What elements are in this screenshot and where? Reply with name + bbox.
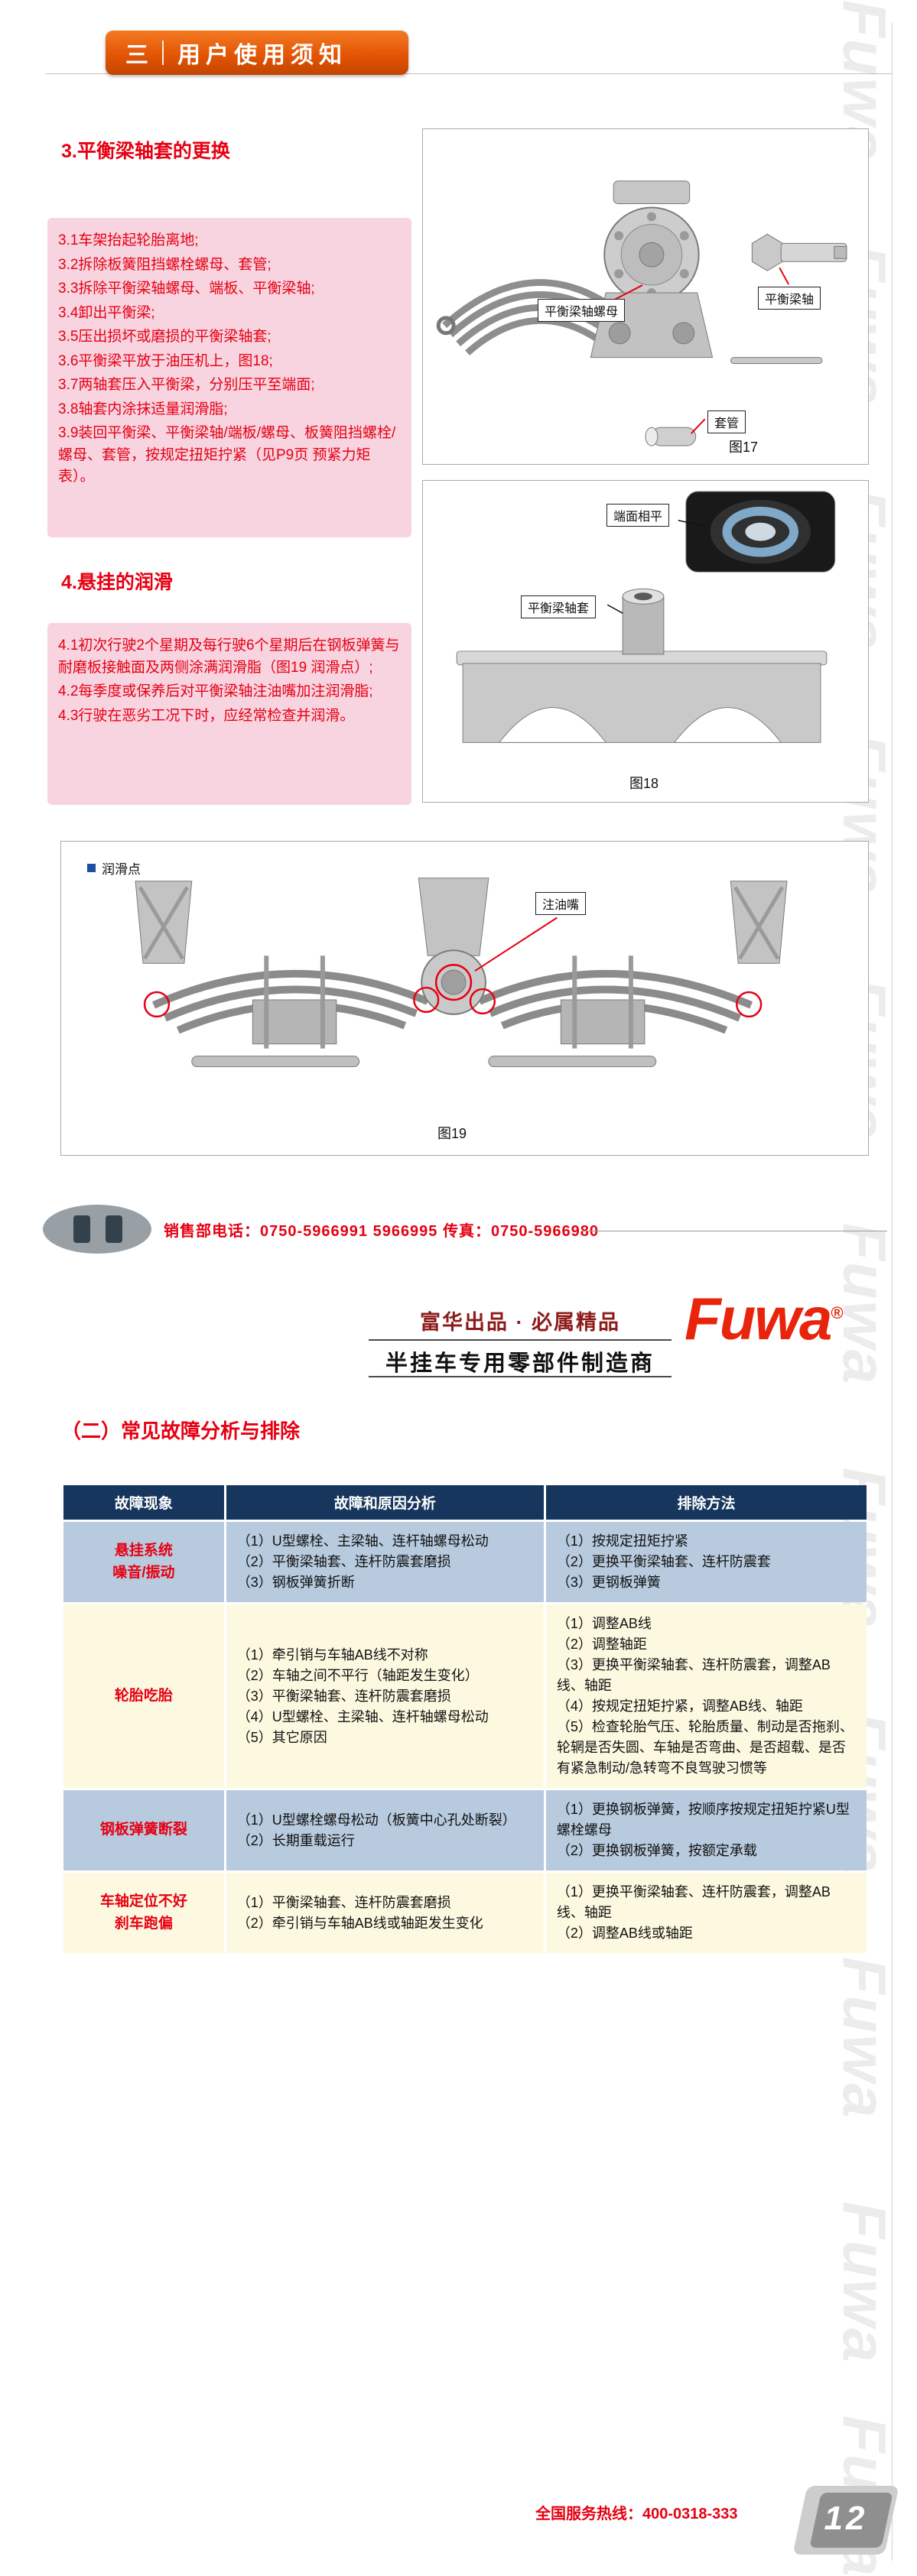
step: 3.9装回平衡梁、平衡梁轴/端板/螺母、板簧阻挡螺栓/螺母、套管，按规定扭矩拧紧… <box>58 425 396 485</box>
section-header-banner: 三 用户使用须知 <box>106 31 408 75</box>
emblem-bar <box>73 1215 90 1243</box>
fault-phenomenon: 钢板弹簧断裂 <box>63 1790 224 1870</box>
page-title: 用户使用须知 <box>177 43 347 68</box>
fault-row-spring-breakage: 钢板弹簧断裂 （1）U型螺栓螺母松动（板簧中心孔处断裂） （2）长期重载运行 （… <box>63 1790 867 1870</box>
page-right-border <box>892 23 893 2561</box>
figure-19: 润滑点 注油嘴 图19 <box>60 841 869 1156</box>
fault-analysis: （1）U型螺栓螺母松动（板簧中心孔处断裂） （2）长期重载运行 <box>226 1790 544 1870</box>
fault-remedy: （1）更换钢板弹簧，按顺序按规定扭矩拧紧U型螺栓螺母 （2）更换钢板弹簧，按额定… <box>545 1790 867 1870</box>
service-hotline: 全国服务热线：400-0318-333 <box>535 2506 738 2522</box>
fig18-label-balance-beam-bushing: 平衡梁轴套 <box>521 595 597 618</box>
col-header-phenomenon: 故障现象 <box>63 1485 224 1520</box>
registered-mark: ® <box>831 1303 843 1322</box>
fig18-label-flush-end-face: 端面相平 <box>606 504 670 527</box>
figure-18: 端面相平 平衡梁轴套 图18 <box>422 480 869 803</box>
fig17-drawing <box>436 180 847 446</box>
section-number: 三 <box>125 43 148 68</box>
fault-remedy: （1）调整AB线 （2）调整轴距 （3）更换平衡梁轴套、连杆防震套，调整AB线、… <box>545 1604 867 1788</box>
fig17-label-balance-beam-axle-nut: 平衡梁轴螺母 <box>538 299 626 322</box>
fault-row-suspension-noise: 悬挂系统 噪音/振动 （1）U型螺栓、主梁轴、连杆轴螺母松动 （2）平衡梁轴套、… <box>63 1522 867 1602</box>
col-header-remedy: 排除方法 <box>545 1485 867 1520</box>
section4-steps-box: 4.1初次行驶2个星期及每行驶6个星期后在钢板弹簧与耐磨板接触面及两侧涂满润滑脂… <box>47 623 411 805</box>
fault-remedy: （1）按规定扭矩拧紧 （2）更换平衡梁轴套、连杆防震套 （3）更钢板弹簧 <box>545 1522 867 1602</box>
section3-title: 3.平衡梁轴套的更换 <box>61 141 230 162</box>
step: 3.5压出损坏或磨损的平衡梁轴套; <box>58 329 272 345</box>
step: 3.3拆除平衡梁轴螺母、端板、平衡梁轴; <box>58 281 315 297</box>
page-number: 12 <box>824 2500 868 2537</box>
fault-phenomenon: 悬挂系统 噪音/振动 <box>63 1522 224 1602</box>
section4-title: 4.悬挂的润滑 <box>61 572 173 593</box>
fault-remedy: （1）更换平衡梁轴套、连杆防震套，调整AB线、轴距 （2）调整AB线或轴距 <box>545 1873 867 1953</box>
fault-analysis: （1）U型螺栓、主梁轴、连杆轴螺母松动 （2）平衡梁轴套、连杆防震套磨损 （3）… <box>226 1522 544 1602</box>
sales-contact-line: 销售部电话：0750-5966991 5966995 传真：0750-59669… <box>164 1223 600 1240</box>
fig19-drawing <box>135 878 788 1068</box>
fig19-legend: 润滑点 <box>87 858 141 878</box>
fig19-legend-label: 润滑点 <box>102 862 141 877</box>
step: 4.3行驶在恶劣工况下时，应经常检查并润滑。 <box>58 707 355 724</box>
fault-row-tire-wear: 轮胎吃胎 （1）牵引销与车轴AB线不对称 （2）车轴之间不平行（轴距发生变化） … <box>63 1604 867 1788</box>
fault-analysis: （1）牵引销与车轴AB线不对称 （2）车轴之间不平行（轴距发生变化） （3）平衡… <box>226 1604 544 1788</box>
fault-phenomenon: 轮胎吃胎 <box>63 1604 224 1788</box>
step: 3.8轴套内涂抹适量润滑脂; <box>58 401 228 417</box>
lube-point-marker-icon <box>87 864 96 872</box>
brand-slogan-bottom: 半挂车专用零部件制造商 <box>385 1351 655 1376</box>
fuwa-logo: Fuwa® <box>684 1289 844 1348</box>
fig17-label-balance-beam-axle: 平衡梁轴 <box>758 287 821 310</box>
step: 3.2拆除板簧阻挡螺栓螺母、套管; <box>58 256 272 273</box>
step: 3.7两轴套压入平衡梁，分别压平至端面; <box>58 377 315 393</box>
step: 4.1初次行驶2个星期及每行驶6个星期后在钢板弹簧与耐磨板接触面及两侧涂满润滑脂… <box>58 638 400 676</box>
fig17-caption: 图17 <box>729 440 759 455</box>
header-rule <box>46 73 892 74</box>
header-divider <box>162 41 164 65</box>
fig17-label-sleeve: 套管 <box>707 410 746 433</box>
fault-table-header-row: 故障现象 故障和原因分析 排除方法 <box>63 1485 867 1520</box>
step: 4.2每季度或保养后对平衡梁轴注油嘴加注润滑脂; <box>58 683 373 699</box>
section3-steps-box: 3.1车架抬起轮胎离地; 3.2拆除板簧阻挡螺栓螺母、套管; 3.3拆除平衡梁轴… <box>47 218 411 537</box>
fuwa-logo-text: Fuwa <box>684 1285 832 1352</box>
col-header-analysis: 故障和原因分析 <box>226 1485 544 1520</box>
step: 3.1车架抬起轮胎离地; <box>58 232 199 248</box>
fig19-label-grease-nipple: 注油嘴 <box>535 892 587 915</box>
fig18-drawing <box>456 491 836 743</box>
brand-slogan-top: 富华出品 · 必属精品 <box>420 1311 620 1334</box>
emblem-bar <box>106 1215 122 1243</box>
page-number-badge: 12 <box>792 2486 899 2555</box>
fig19-caption: 图19 <box>437 1126 467 1141</box>
step: 3.4卸出平衡梁; <box>58 304 155 321</box>
fault-table: 故障现象 故障和原因分析 排除方法 悬挂系统 噪音/振动 （1）U型螺栓、主梁轴… <box>61 1483 869 1955</box>
faults-section-title: （二）常见故障分析与排除 <box>61 1419 301 1442</box>
figure-17: 平衡梁轴螺母 平衡梁轴 套管 图17 <box>422 128 869 465</box>
fault-analysis: （1）平衡梁轴套、连杆防震套磨损 （2）牵引销与车轴AB线或轴距发生变化 <box>226 1873 544 1953</box>
fuwa-emblem-icon <box>43 1205 151 1254</box>
brand-rule-bottom <box>369 1376 671 1377</box>
fig18-caption: 图18 <box>629 776 659 791</box>
fault-row-axle-alignment: 车轴定位不好 刹车跑偏 （1）平衡梁轴套、连杆防震套磨损 （2）牵引销与车轴AB… <box>63 1873 867 1953</box>
fault-phenomenon: 车轴定位不好 刹车跑偏 <box>63 1873 224 1953</box>
brand-rule-top <box>369 1339 671 1341</box>
step: 3.6平衡梁平放于油压机上，图18; <box>58 352 273 369</box>
